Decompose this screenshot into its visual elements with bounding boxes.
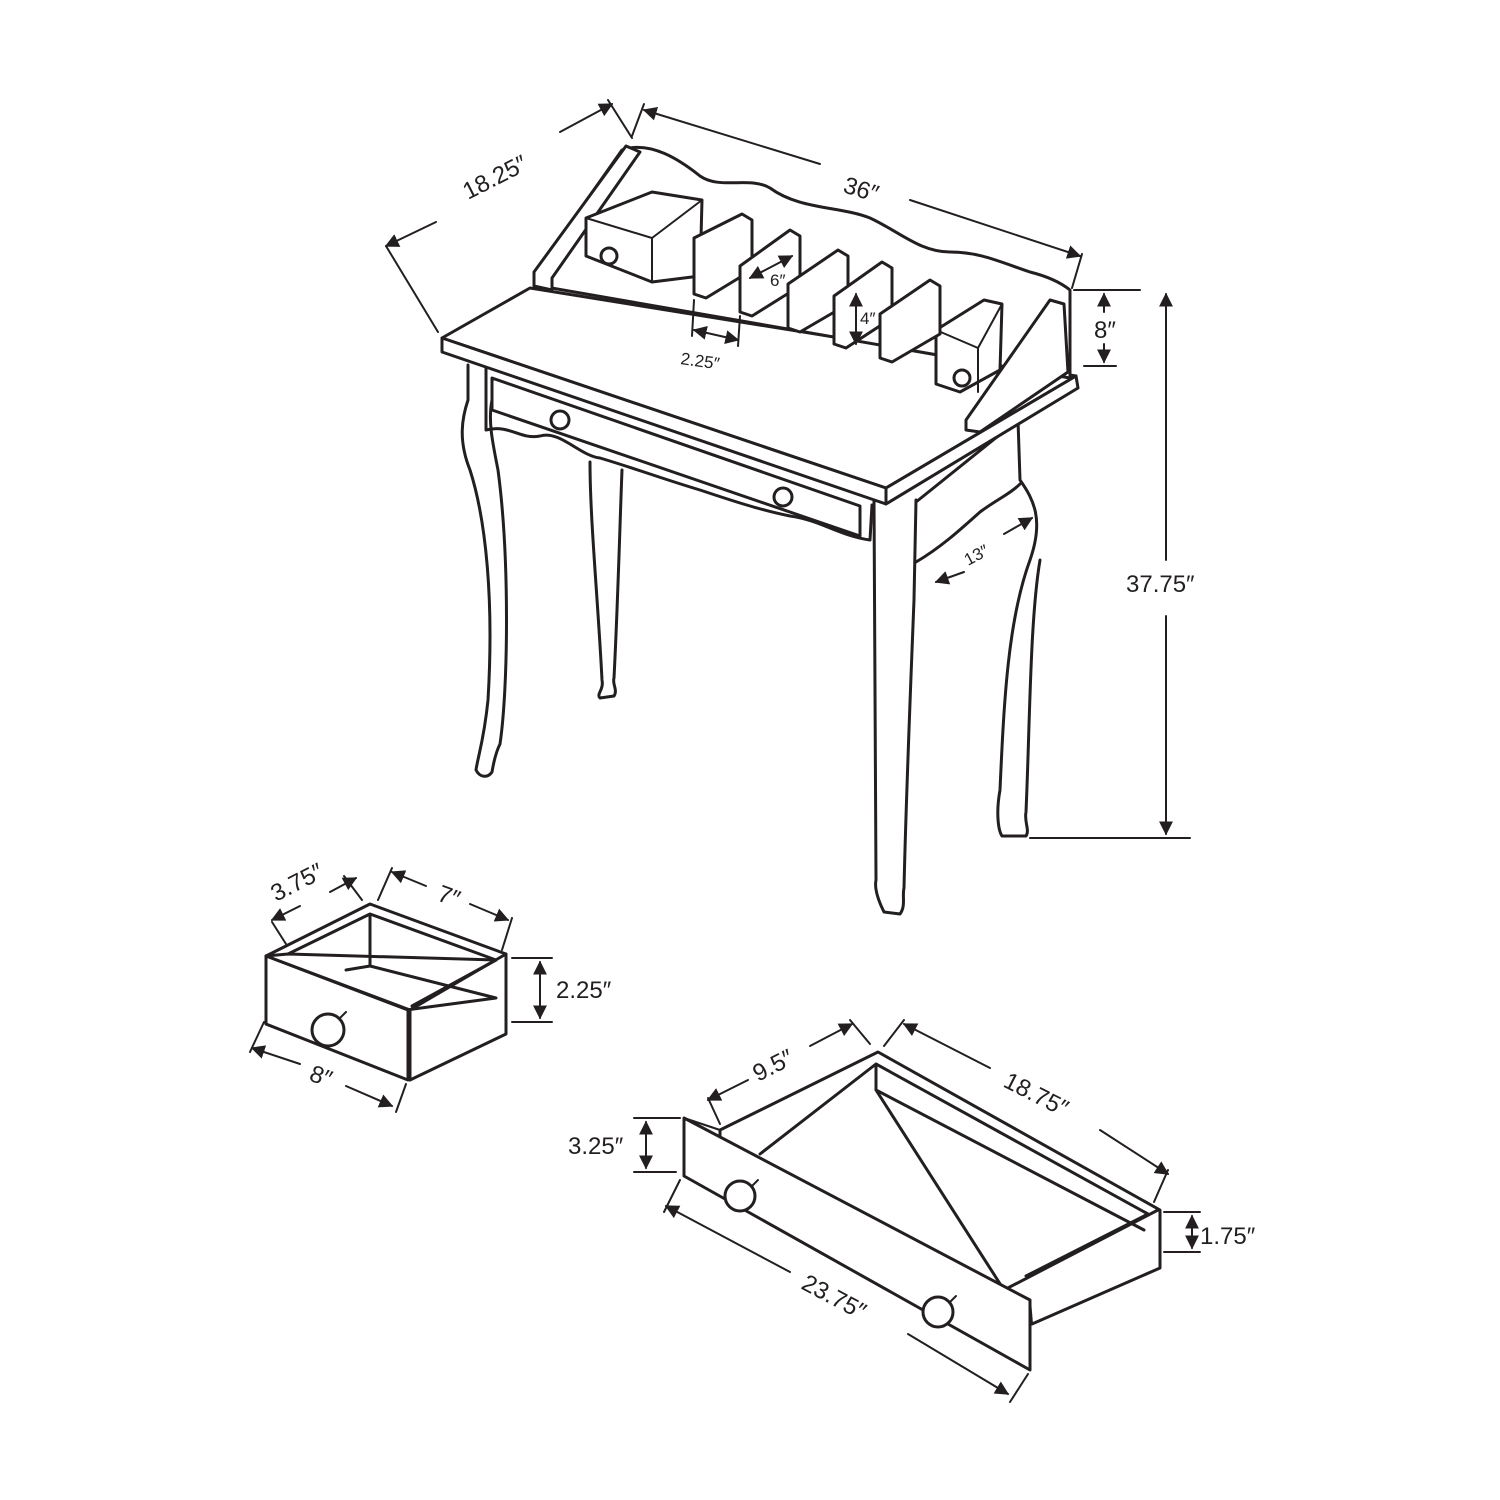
- ld-width-ext-a: [883, 1019, 905, 1047]
- ld-overall-arrow-a: [664, 1205, 791, 1273]
- sd-depth-arrow-a: [270, 905, 301, 921]
- desk-drawer-knob-right: [772, 486, 794, 508]
- sd-width-label: 8″: [306, 1060, 336, 1093]
- ld-overall-ext-b: [1009, 1373, 1029, 1403]
- desk-leg-front-left: [460, 363, 508, 778]
- ld-depth-label: 9.5″: [748, 1044, 798, 1087]
- small-drawer-drawing: [264, 902, 508, 1082]
- sd-depth-ext-a: [271, 921, 287, 945]
- width-ext-left: [631, 103, 645, 137]
- sd-front-ext-b: [395, 1083, 407, 1113]
- small-drawer-knob: [310, 1012, 346, 1048]
- large-drawer-bottom-edge: [1002, 1208, 1160, 1292]
- large-drawer-knob-left-stem: [751, 1179, 759, 1187]
- width-arrow-b: [909, 199, 1082, 259]
- hutch-divider-5: [878, 278, 942, 364]
- divider-height-label: 4″: [860, 309, 875, 328]
- ld-depth-arrow-a: [706, 1079, 749, 1101]
- hutch-drawer-left-knob: [599, 246, 619, 266]
- desk-apron: [484, 363, 874, 542]
- sd-width-arrow-b: [469, 903, 510, 922]
- slot-depth-label: 6″: [770, 271, 785, 290]
- desk-drawing: [440, 144, 1080, 916]
- desk-main-drawer-front: [490, 376, 862, 538]
- small-drawer-knob-stem: [339, 1011, 347, 1019]
- slot-ext-left: [691, 299, 695, 337]
- hutch-drawer-right: [934, 298, 1004, 394]
- sd-inner-width-label: 7″: [434, 880, 464, 913]
- depth-arrow-b: [559, 103, 614, 133]
- desk-top-edge: [440, 336, 1080, 506]
- hutch-drawer-right-knob: [952, 368, 972, 388]
- sd-height-label: 2.25″: [556, 977, 612, 1004]
- ld-width-label: 23.75″: [797, 1269, 871, 1325]
- large-drawer-inner: [758, 1062, 1150, 1292]
- depth-ext-line: [385, 245, 439, 333]
- sd-depth-label: 3.75″: [266, 858, 328, 907]
- sd-width-arrow-a: [390, 870, 427, 887]
- width-arrow-a: [642, 107, 821, 165]
- desk-height-label: 37.75″: [1126, 571, 1195, 598]
- hutch-height-label: 8″: [1094, 317, 1116, 344]
- small-drawer-dimensions: 3.75″ 7″ 2.25″ 8″: [249, 858, 612, 1113]
- desk-drawer-knob-left: [549, 409, 571, 431]
- ld-depth-ext-b: [849, 1019, 871, 1045]
- desk-width-label: 36″: [840, 172, 882, 208]
- ld-inner-width-label: 18.75″: [999, 1067, 1073, 1122]
- sd-front-arrow-a: [250, 1045, 301, 1065]
- desk-depth-label: 18.25″: [458, 150, 532, 205]
- hutch-drawer-left-edges: [585, 199, 703, 283]
- ld-overall-arrow-b: [907, 1333, 1010, 1395]
- sd-width-ext-a: [377, 867, 393, 901]
- hutch-side-right: [964, 298, 1070, 434]
- sd-width-ext-b: [501, 917, 513, 951]
- desk-leg-back-left: [588, 460, 624, 700]
- ld-depth-ext-a: [707, 1097, 721, 1125]
- sd-front-arrow-b: [345, 1085, 394, 1108]
- hutch-drawer-right-edges: [935, 303, 1003, 393]
- ld-width-arrow-a: [902, 1023, 991, 1069]
- knee-arrow-a: [934, 571, 965, 585]
- depth-arrow-a: [384, 221, 437, 247]
- desk-leg-back-right: [996, 418, 1042, 838]
- ld-box-height-label: 1.75″: [1200, 1223, 1256, 1250]
- large-drawer-knob-left: [723, 1179, 757, 1213]
- ld-front-height-label: 3.25″: [568, 1133, 624, 1160]
- knee-arrow-b: [1003, 517, 1034, 535]
- ld-width-arrow-b: [1099, 1129, 1170, 1175]
- knee-depth-label: 13″: [961, 541, 992, 569]
- large-drawer-drawing: [682, 1050, 1162, 1372]
- desk-dimensions: 18.25″ 36″ 8″ 37.75″ 6″ 2.25″ 4″ 13″: [384, 99, 1195, 839]
- ld-width-ext-b: [1153, 1169, 1169, 1203]
- slot-depth-arrow: [748, 255, 794, 279]
- width-ext-right: [1071, 253, 1083, 289]
- desk-leg-front-right: [872, 498, 918, 916]
- slot-spacing-arrow: [692, 325, 740, 345]
- large-drawer-front-edges: [683, 1117, 1033, 1325]
- sd-depth-arrow-b: [329, 877, 358, 893]
- depth-ext-line-2: [607, 99, 633, 139]
- ld-depth-arrow-b: [809, 1023, 854, 1047]
- large-drawer-knob-right-stem: [949, 1295, 957, 1303]
- large-drawer-knob-right: [921, 1295, 955, 1329]
